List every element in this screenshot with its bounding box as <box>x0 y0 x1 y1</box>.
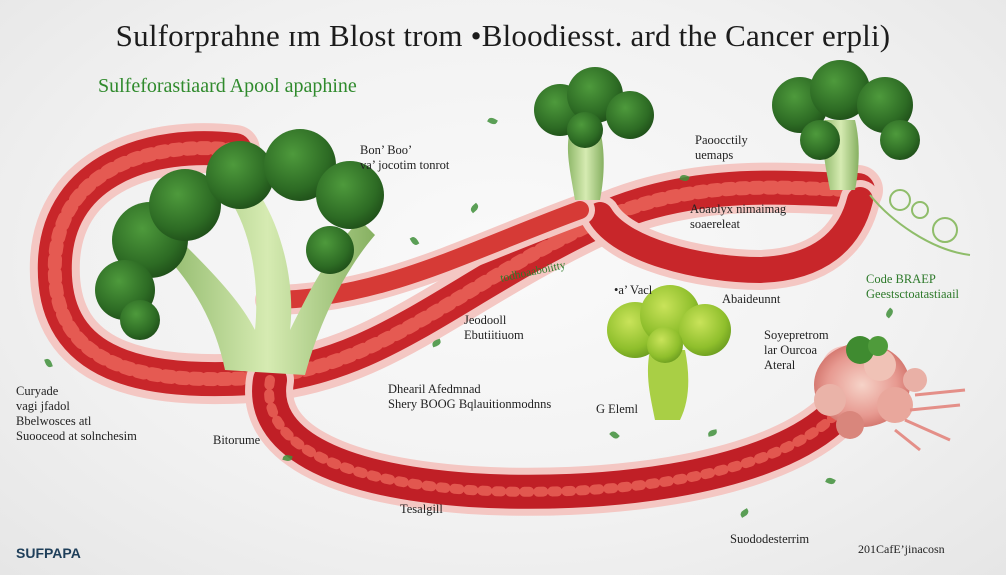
broccoli-top-right-illustration <box>772 60 920 190</box>
broccoli-large-illustration <box>95 129 384 375</box>
label-jeodooll: Jeodooll Ebutiitiuom <box>464 313 524 342</box>
label-eleml: G Eleml <box>596 402 639 416</box>
label-bon-boo: Bon’ Boo’ va’ jocotim tonrot <box>360 143 450 172</box>
label-aoaolyx: Aoaolyx nimaimag soaereleat <box>690 202 787 231</box>
label-tesalgill: Tesalgill <box>400 502 443 516</box>
label-curyade: Curyade vagi jfadol Bbelwosces atl Suooc… <box>16 384 137 443</box>
broccoli-top-middle-illustration <box>534 67 654 200</box>
label-soyepretrom: Soyepretrom lar Ourcoa Ateral <box>764 328 829 372</box>
label-bitorume: Bitorume <box>213 433 261 447</box>
broccoli-light-illustration <box>607 285 731 420</box>
corner-right-text: 201CafE’jinacosn <box>858 542 945 556</box>
tumor-cell-cluster <box>814 336 966 452</box>
label-paoocctily: Paoocctily uemaps <box>695 133 748 162</box>
label-code-braep: Code BRAEP Geestsctoatastiaail <box>866 272 960 301</box>
green-molecule-swirls <box>869 189 971 256</box>
label-abaideunnt: Abaideunnt <box>722 292 781 306</box>
corner-left-text: SUFPAPA <box>16 545 81 561</box>
label-suododesterrim: Suododesterrim <box>730 532 810 546</box>
diagram-subtitle: Sulfeforastiaard Apool apaphine <box>98 75 357 97</box>
label-vacl: •a’ Vacl <box>614 283 653 297</box>
label-dhearil: Dhearil Afedmnad Shery BOOG Bqlauitionmo… <box>388 382 552 411</box>
diagram-title: Sulforprahne ɪm Blost trom •Bloodiesst. … <box>115 18 891 53</box>
